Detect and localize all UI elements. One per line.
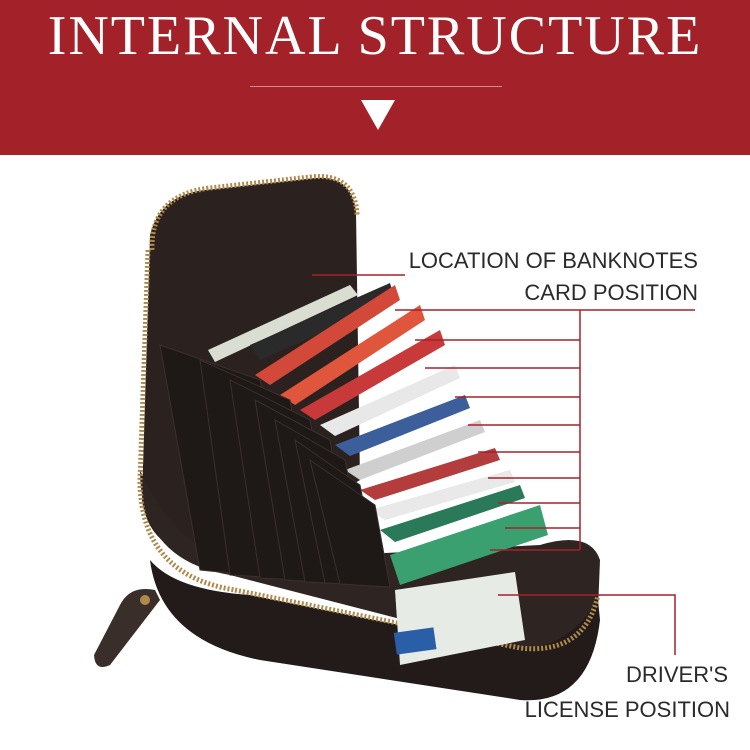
- callout-license-line2: LICENSE POSITION: [524, 697, 730, 722]
- banknote-dark: [250, 283, 395, 360]
- callout-license-line1: DRIVER'S: [626, 662, 728, 687]
- zipper-left: [137, 249, 236, 593]
- zip-pull-rivet: [140, 595, 150, 605]
- zip-pull: [94, 589, 160, 668]
- wallet-base: [150, 560, 600, 701]
- license-chip: [393, 627, 437, 655]
- page-title: INTERNAL STRUCTURE: [47, 5, 703, 67]
- zipper-top: [149, 173, 360, 251]
- callout-lines: [312, 274, 695, 655]
- banknote: [208, 285, 358, 362]
- card-slots: [255, 285, 548, 585]
- wallet-photo: [94, 173, 695, 701]
- callout-banknotes-line2: CARD POSITION: [524, 280, 698, 305]
- callout-banknotes-line1: LOCATION OF BANKNOTES: [408, 248, 698, 273]
- title-banner: INTERNAL STRUCTURE: [0, 0, 750, 155]
- accordion-pleats: [159, 344, 391, 588]
- title-divider: [250, 86, 502, 87]
- zipper-bottom: [234, 587, 601, 652]
- down-arrow-icon: [361, 100, 395, 130]
